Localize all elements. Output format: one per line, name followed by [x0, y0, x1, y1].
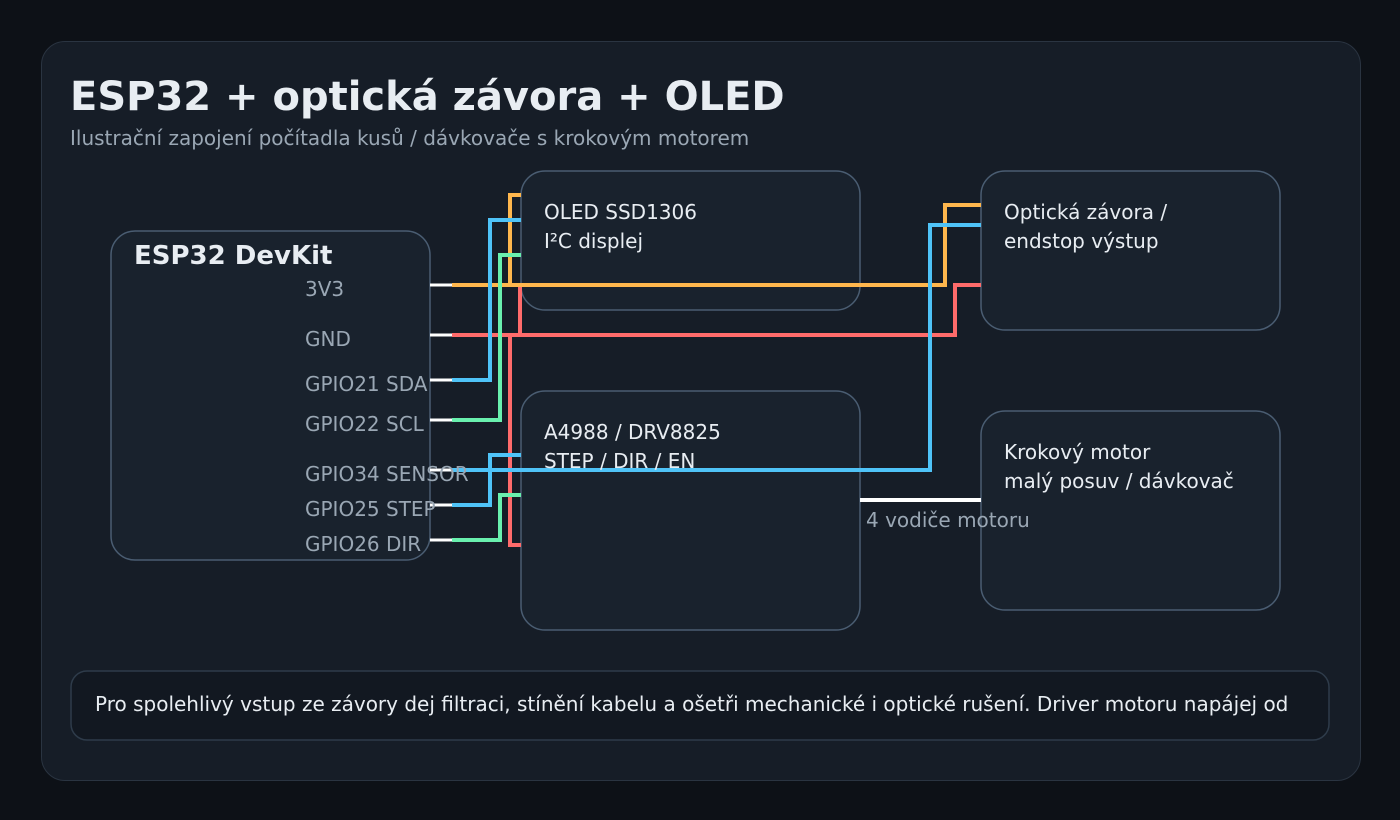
wire-3v3-sensor: [452, 203, 981, 287]
pin-label-gnd: GND: [305, 327, 351, 351]
wire-gnd-sensor: [452, 283, 981, 337]
wire-sensor: [452, 223, 981, 472]
note-text: Pro spolehlivý vstup ze závory dej filtr…: [95, 692, 1288, 716]
note-box: [70, 670, 1330, 741]
oled-box: [520, 170, 861, 311]
wire-dir: [452, 493, 521, 542]
motor-subtitle: malý posuv / dávkovač: [1004, 469, 1234, 493]
wire-sda: [452, 218, 521, 382]
oled-title: OLED SSD1306: [544, 200, 697, 224]
pin-label-step: GPIO25 STEP: [305, 497, 436, 521]
motor-title: Krokový motor: [1004, 440, 1151, 464]
pin-label-sda: GPIO21 SDA: [305, 372, 428, 396]
driver-box: [520, 390, 861, 631]
esp32-box: [110, 230, 431, 561]
pin-label-scl: GPIO22 SCL: [305, 412, 425, 436]
wire-scl: [452, 253, 521, 422]
esp32-label: ESP32 DevKit: [134, 241, 332, 271]
motor-box: [980, 410, 1281, 611]
wire-step: [452, 453, 521, 507]
page-title: ESP32 + optická závora + OLED: [70, 74, 785, 120]
pin-label-dir: GPIO26 DIR: [305, 532, 421, 556]
pin-label-3v3: 3V3: [305, 277, 344, 301]
sensor-title: Optická závora /: [1004, 200, 1167, 224]
wire-gnd-driver: [508, 335, 521, 547]
page-subtitle: Ilustrační zapojení počítadla kusů / dáv…: [70, 126, 749, 150]
driver-subtitle: STEP / DIR / EN: [544, 449, 695, 473]
wire-3v3-oled: [508, 193, 521, 285]
driver-title: A4988 / DRV8825: [544, 420, 721, 444]
pin-label-sensor: GPIO34 SENSOR: [305, 462, 469, 486]
sensor-box: [980, 170, 1281, 331]
sensor-subtitle: endstop výstup: [1004, 229, 1159, 253]
oled-subtitle: I²C displej: [544, 229, 643, 253]
motor-wire-label: 4 vodiče motoru: [866, 508, 1030, 532]
